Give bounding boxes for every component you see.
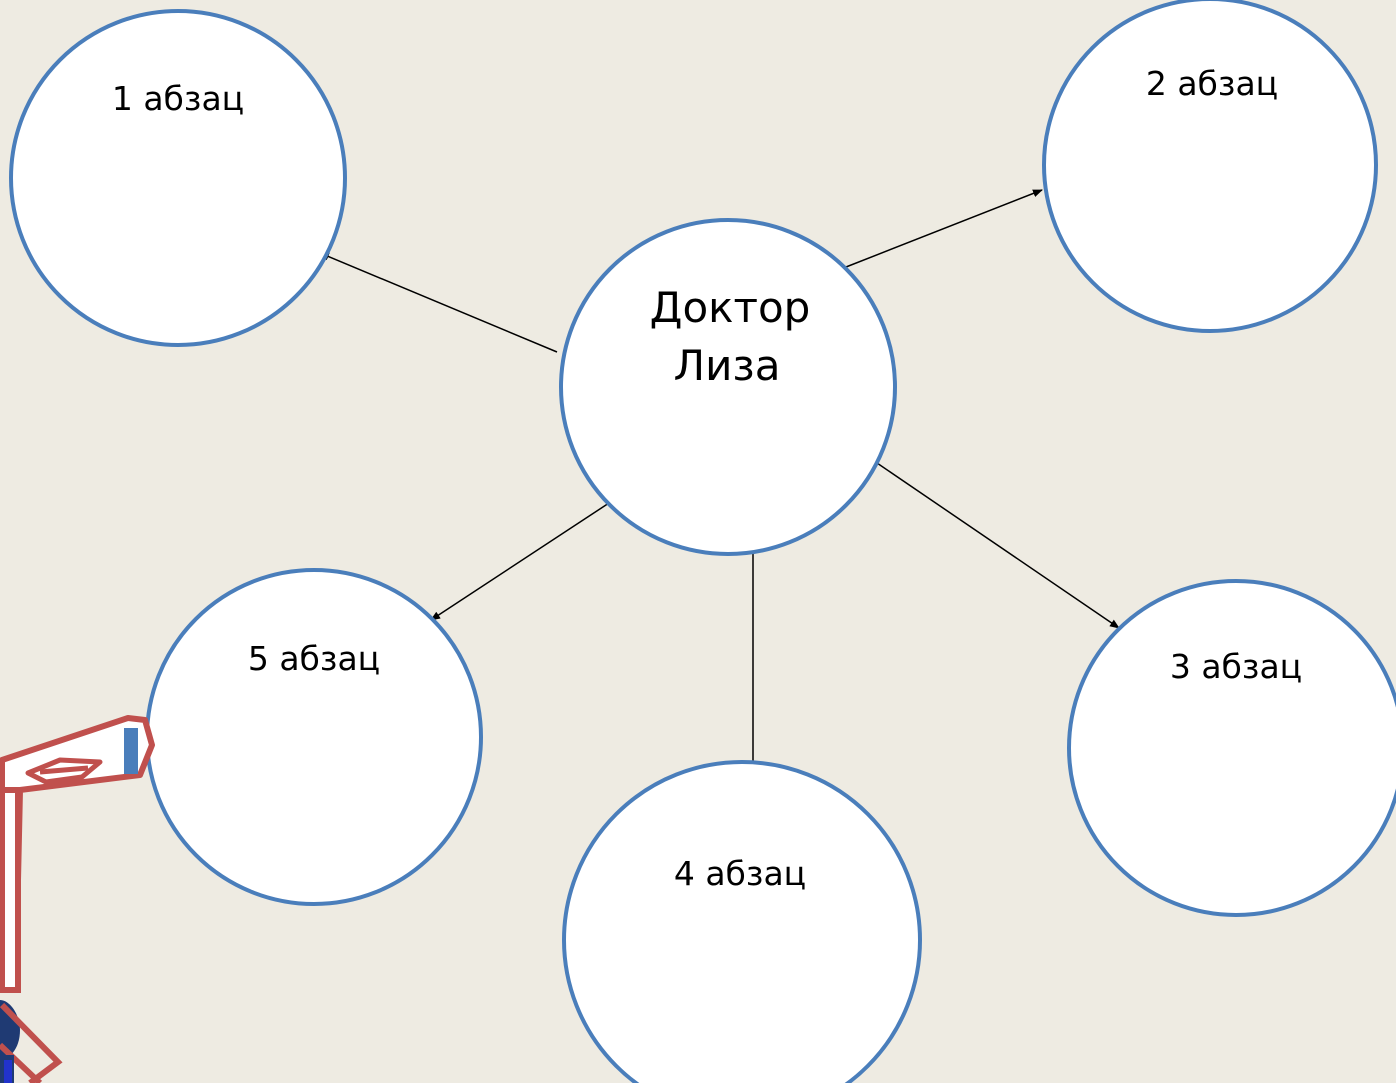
connector-to-paragraph-3 (876, 462, 1120, 629)
paragraph-label-2: 2 абзац (1146, 64, 1278, 103)
paragraph-circle-5 (145, 568, 483, 906)
paragraph-node-2: 2 абзац (1042, 0, 1378, 333)
paragraph-circle-2 (1042, 0, 1378, 333)
paragraph-label-1: 1 абзац (112, 79, 244, 118)
paragraph-circle-3 (1067, 579, 1396, 917)
center-label-line-1: Доктор (650, 283, 811, 332)
center-label-line-2: Лиза (674, 341, 781, 390)
connectors (319, 189, 1120, 798)
paragraph-label-5: 5 абзац (248, 639, 380, 678)
connector-to-paragraph-5 (430, 502, 610, 621)
paragraph-label-3: 3 абзац (1170, 647, 1302, 686)
paragraph-circle-1 (9, 9, 347, 347)
paragraph-label-4: 4 абзац (674, 854, 806, 893)
paragraph-node-5: 5 абзац (145, 568, 483, 906)
center-circle (559, 218, 897, 556)
paragraph-node-3: 3 абзац (1067, 579, 1396, 917)
paragraph-node-1: 1 абзац (9, 9, 347, 347)
connector-to-paragraph-2 (845, 189, 1043, 268)
center-node: Доктор Лиза (559, 218, 897, 556)
paragraph-circle-4 (562, 760, 922, 1083)
clip-art-pencil-icon (0, 715, 155, 1083)
paragraph-node-4: 4 абзац (562, 760, 922, 1083)
connector-to-paragraph-1 (319, 252, 558, 353)
